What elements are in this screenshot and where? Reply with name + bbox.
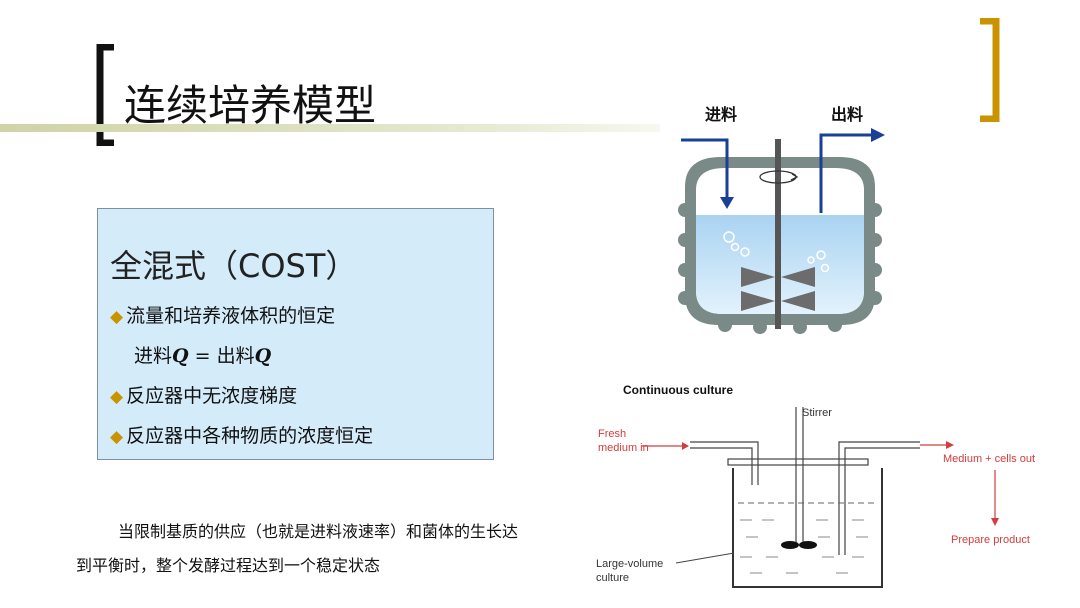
stirrer-paddle	[781, 541, 799, 549]
bullet-item: ◆反应器中无浓度梯度	[110, 381, 297, 408]
large-volume-label-2: culture	[596, 572, 629, 584]
outlet-tube	[838, 441, 920, 555]
volume-leader-line	[675, 552, 735, 564]
schematic-title: Continuous culture	[623, 383, 733, 397]
title-underline	[0, 124, 660, 132]
flow-formula: 进料Q = 出料Q	[134, 341, 271, 368]
fresh-medium-label-2: medium in	[598, 442, 649, 454]
bullet-item: ◆反应器中各种物质的浓度恒定	[110, 421, 373, 448]
inlet-tube	[690, 441, 759, 485]
box-heading: 全混式（COST）	[110, 247, 358, 285]
product-arrow-icon	[991, 518, 999, 526]
bullet-item: ◆流量和培养液体积的恒定	[110, 301, 335, 328]
inlet-label: 进料	[705, 105, 737, 124]
diamond-bullet-icon: ◆	[110, 387, 124, 407]
outlet-arrow-icon	[871, 128, 885, 142]
formula-right: 出料	[216, 345, 255, 367]
stirrer-label: Stirrer	[802, 407, 832, 419]
gas-bubbles	[723, 231, 830, 273]
outlet-pipe	[819, 133, 873, 213]
cost-info-box: 全混式（COST） ◆流量和培养液体积的恒定 进料Q = 出料Q ◆反应器中无浓…	[97, 208, 494, 460]
jacket-bumps	[678, 203, 882, 334]
fresh-medium-label-1: Fresh	[598, 428, 626, 440]
bullet-text: 流量和培养液体积的恒定	[126, 305, 336, 327]
formula-q-left: Q	[172, 345, 189, 367]
diamond-bullet-icon: ◆	[110, 307, 124, 327]
bullet-text: 反应器中各种物质的浓度恒定	[126, 425, 374, 447]
title-bracket-left	[96, 44, 114, 146]
formula-q-right: Q	[254, 345, 272, 367]
outlet-arrow-icon	[946, 441, 954, 449]
note-line-2: 到平衡时，整个发酵过程达到一个稳定状态	[76, 556, 381, 575]
formula-left: 进料	[134, 345, 173, 367]
vessel-lid	[727, 458, 869, 466]
liquid-hatching	[740, 519, 868, 574]
impeller-blades	[741, 267, 815, 311]
culture-vessel	[732, 468, 883, 588]
bullet-text: 反应器中无浓度梯度	[126, 385, 298, 407]
formula-equals: =	[188, 345, 217, 367]
page-title: 连续培养模型	[124, 81, 377, 130]
prepare-product-label: Prepare product	[951, 534, 1030, 546]
title-bracket-right	[980, 18, 1000, 122]
inlet-arrow-icon	[682, 442, 689, 450]
continuous-culture-schematic: Continuous culture Stirrer Fresh medium …	[596, 383, 1035, 588]
medium-cells-out-label: Medium + cells out	[943, 453, 1035, 465]
inlet-arrow-icon	[720, 197, 734, 209]
stirrer-shaft	[775, 139, 781, 329]
diamond-bullet-icon: ◆	[110, 427, 124, 447]
outlet-label: 出料	[831, 105, 863, 124]
large-volume-label-1: Large-volume	[596, 558, 663, 570]
note-line-1: 当限制基质的供应（也就是进料液速率）和菌体的生长达	[118, 522, 519, 541]
bioreactor-illustration: 进料 出料	[678, 105, 885, 334]
inlet-pipe	[681, 138, 729, 200]
